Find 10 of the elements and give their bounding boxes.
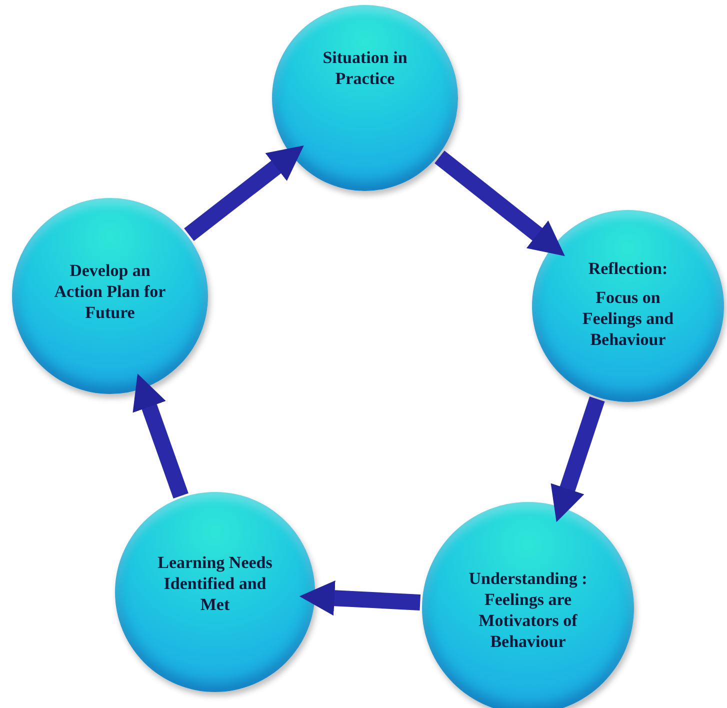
node-text: Focus on Feelings and Behaviour bbox=[581, 287, 675, 350]
node-title: Develop an Action Plan for Future bbox=[53, 260, 167, 323]
node-title: Understanding : Feelings are Motivators of Behaviour bbox=[468, 568, 588, 652]
block-arrow bbox=[132, 374, 188, 499]
block-arrow bbox=[299, 580, 421, 616]
block-arrow bbox=[550, 396, 605, 522]
block-arrow bbox=[434, 150, 565, 256]
node-title: Learning Needs Identified and Met bbox=[156, 552, 274, 615]
node-title: Situation in Practice bbox=[322, 47, 408, 89]
node-title: Reflection: bbox=[587, 258, 669, 279]
